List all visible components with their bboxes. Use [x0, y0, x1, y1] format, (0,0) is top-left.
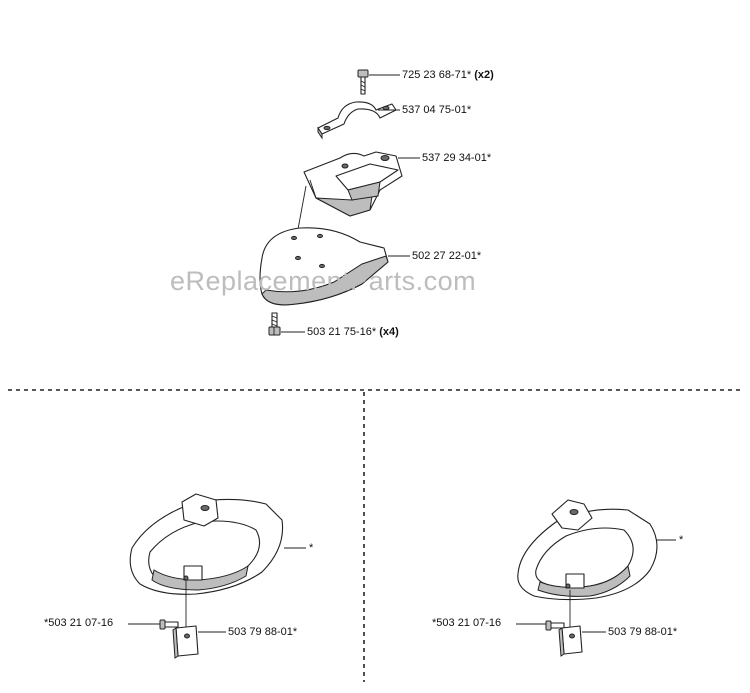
part-number: 537 04 75-01*: [402, 104, 472, 116]
part-number: 537 29 34-01*: [422, 152, 492, 164]
left-screw-label: *503 21 07-16: [44, 617, 114, 629]
guard-502-27-22-01: [259, 227, 389, 306]
label-guard-502-27-22-01: 502 27 22-01*: [412, 250, 481, 263]
bolt-725-23-68-71: [357, 69, 369, 95]
left-guard-mark: *: [309, 542, 314, 554]
left-plate: [172, 625, 199, 659]
label-screw-503-21-75-16: 503 21 75-16* (x4): [307, 326, 399, 339]
right-plate-label: 503 79 88-01*: [608, 626, 678, 638]
bracket-537-29-34-01: [303, 151, 403, 217]
part-number: 503 21 75-16*: [307, 326, 377, 338]
right-screw-label: *503 21 07-16: [432, 617, 502, 629]
right-screw: [545, 620, 565, 631]
quantity: (x2): [474, 69, 494, 81]
left-plate-label: 503 79 88-01*: [228, 626, 298, 638]
left-screw: [159, 619, 179, 630]
left-guard: [129, 493, 284, 595]
label-clamp-537-04-75-01: 537 04 75-01*: [402, 104, 471, 117]
watermark: eReplacementParts.com: [170, 266, 477, 296]
screw-503-21-75-16: [268, 312, 281, 336]
clamp-537-04-75-01: [317, 101, 397, 140]
part-number: 725 23 68-71*: [402, 69, 472, 81]
label-bolt-725-23-68-71: 725 23 68-71* (x2): [402, 69, 494, 82]
right-guard-mark: *: [679, 534, 684, 546]
part-number: 502 27 22-01*: [412, 250, 482, 262]
right-plate: [558, 625, 583, 657]
quantity: (x4): [379, 326, 399, 338]
right-guard: [517, 499, 658, 601]
label-bracket-537-29-34-01: 537 29 34-01*: [422, 152, 491, 165]
